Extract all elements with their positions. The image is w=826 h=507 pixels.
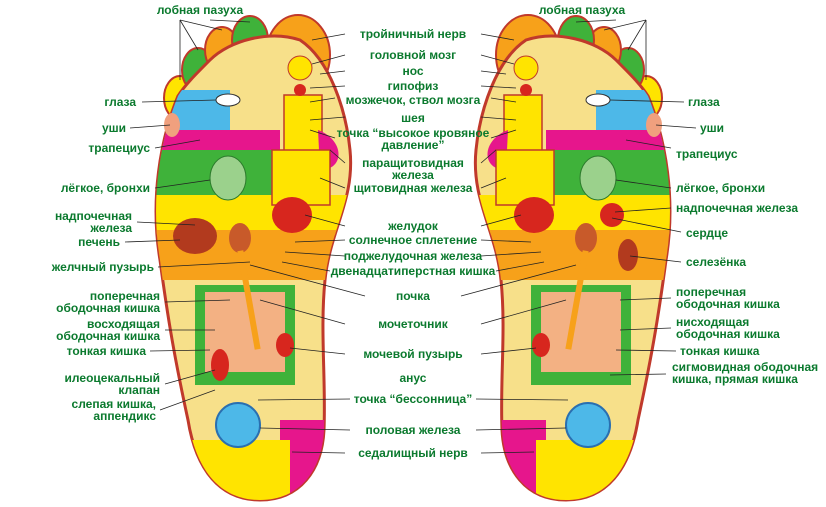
- label-small-intestine-right: тонкая кишка: [680, 344, 760, 358]
- right-eye-icon: [585, 93, 611, 107]
- label-duodenum: двенадцатиперстная кишка: [330, 264, 496, 278]
- right-insomnia-icon: [565, 402, 611, 448]
- label-eyes-right: глаза: [688, 95, 720, 109]
- right-stomach-icon: [514, 197, 554, 233]
- label-lung-right: лёгкое, бронхи: [676, 181, 766, 195]
- right-zone-heel-yellow: [536, 440, 670, 500]
- label-neck: шея: [401, 111, 425, 125]
- right-ureter-line: [565, 250, 589, 350]
- left-stomach-icon: [272, 197, 312, 233]
- label-frontal-sinus-right: лобная пазуха: [538, 3, 626, 17]
- right-pituitary-icon: [520, 84, 532, 96]
- label-spleen: селезёнка: [686, 255, 747, 269]
- left-bladder-icon: [276, 333, 294, 357]
- left-liver-icon: [173, 218, 217, 254]
- left-eye-icon: [215, 93, 241, 107]
- label-thyroid: щитовидная железа: [353, 181, 473, 195]
- label-pituitary: гипофиз: [387, 79, 439, 93]
- label-cerebellum: мозжечок, ствол мозга: [345, 93, 481, 107]
- label-nose: нос: [402, 64, 424, 78]
- label-liver: печень: [78, 235, 120, 249]
- right-foot: [473, 14, 672, 502]
- label-sigmoid-rectum: сигмовидная ободочная кишка, прямая кишк…: [672, 360, 819, 386]
- label-bladder: мочевой пузырь: [363, 347, 463, 361]
- right-zone-thyroid: [495, 149, 555, 206]
- pointer-lines: [124, 19, 697, 454]
- label-trapezius-right: трапециус: [676, 147, 738, 161]
- right-brain-icon: [513, 55, 539, 81]
- label-stomach: желудок: [388, 219, 438, 233]
- left-insomnia-icon: [215, 402, 261, 448]
- label-brain: головной мозг: [369, 48, 457, 62]
- left-brain-icon: [287, 55, 313, 81]
- left-appendix-icon: [211, 349, 229, 381]
- label-adrenal-right: надпочечная железа: [676, 201, 799, 215]
- label-ascending-colon: восходящая ободочная кишка: [56, 317, 160, 343]
- label-adrenal-left: надпочечная железа: [54, 209, 132, 235]
- label-gonad: половая железа: [365, 423, 461, 437]
- left-lung-icon: [209, 155, 247, 201]
- right-ear-icon: [646, 113, 662, 137]
- left-pituitary-icon: [294, 84, 306, 96]
- label-pancreas: поджелудочная железа: [343, 249, 483, 263]
- label-frontal-sinus-left: лобная пазуха: [156, 3, 244, 17]
- left-foot: [154, 14, 353, 502]
- label-anus: анус: [399, 371, 427, 385]
- right-spleen-icon: [618, 239, 638, 271]
- label-lung-left: лёгкое, бронхи: [60, 181, 150, 195]
- label-eyes-left: глаза: [104, 95, 136, 109]
- left-ureter-line: [237, 250, 261, 350]
- label-trapezius-left: трапециус: [88, 141, 150, 155]
- label-transverse-colon-right: поперечная ободочная кишка: [676, 285, 780, 311]
- right-bladder-icon: [532, 333, 550, 357]
- label-cecum-appendix: слепая кишка, аппендикс: [71, 397, 156, 423]
- label-high-pressure-point: точка “высокое кровяное давление”: [336, 126, 490, 152]
- label-small-intestine-left: тонкая кишка: [66, 344, 146, 358]
- label-trigeminal-nerve: тройничный нерв: [359, 27, 467, 41]
- label-descending-colon: нисходящая ободочная кишка: [676, 315, 780, 341]
- left-ear-icon: [164, 113, 180, 137]
- label-ears-right: уши: [700, 121, 725, 135]
- right-lung-icon: [579, 155, 617, 201]
- label-heart: сердце: [686, 226, 729, 240]
- label-solar-plexus: солнечное сплетение: [348, 233, 478, 247]
- right-heart-icon: [600, 203, 624, 227]
- left-zone-thyroid: [271, 149, 331, 206]
- label-ureter: мочеточник: [378, 317, 448, 331]
- label-gallbladder: желчный пузырь: [51, 260, 154, 274]
- label-sciatic-nerve: седалищный нерв: [358, 446, 468, 460]
- label-parathyroid: паращитовидная железа: [362, 156, 464, 182]
- left-zone-heel-yellow: [156, 440, 290, 500]
- label-ears-left: уши: [101, 121, 126, 135]
- label-transverse-colon-left: поперечная ободочная кишка: [56, 289, 160, 315]
- right-zone-intestine: [541, 292, 621, 372]
- label-insomnia-point: точка “бессонница”: [353, 392, 473, 406]
- label-kidney: почка: [396, 289, 430, 303]
- label-ileocecal-valve: илеоцекальный клапан: [64, 371, 160, 397]
- left-kidney-icon: [229, 223, 251, 253]
- right-kidney-icon: [575, 223, 597, 253]
